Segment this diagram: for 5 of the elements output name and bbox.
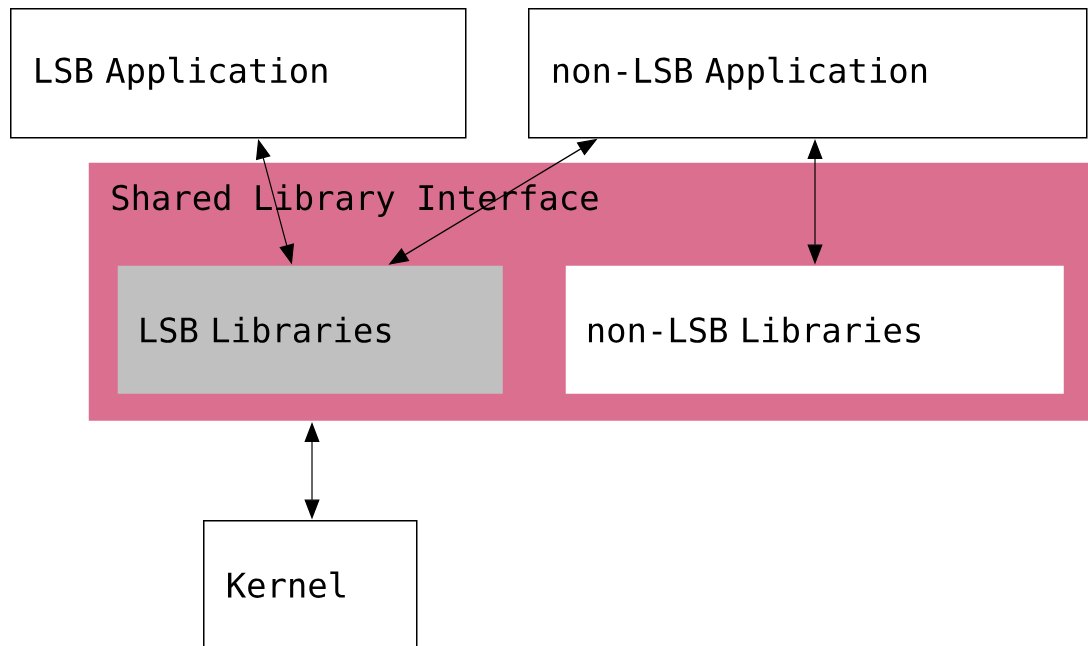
application-box: LSB Application xyxy=(10,8,467,139)
kernel-box: Kernel xyxy=(203,520,418,646)
library-box: LSB Libraries xyxy=(117,265,503,394)
application-box: non-LSB Application xyxy=(528,8,1088,139)
library-box: non-LSB Libraries xyxy=(565,265,1064,394)
